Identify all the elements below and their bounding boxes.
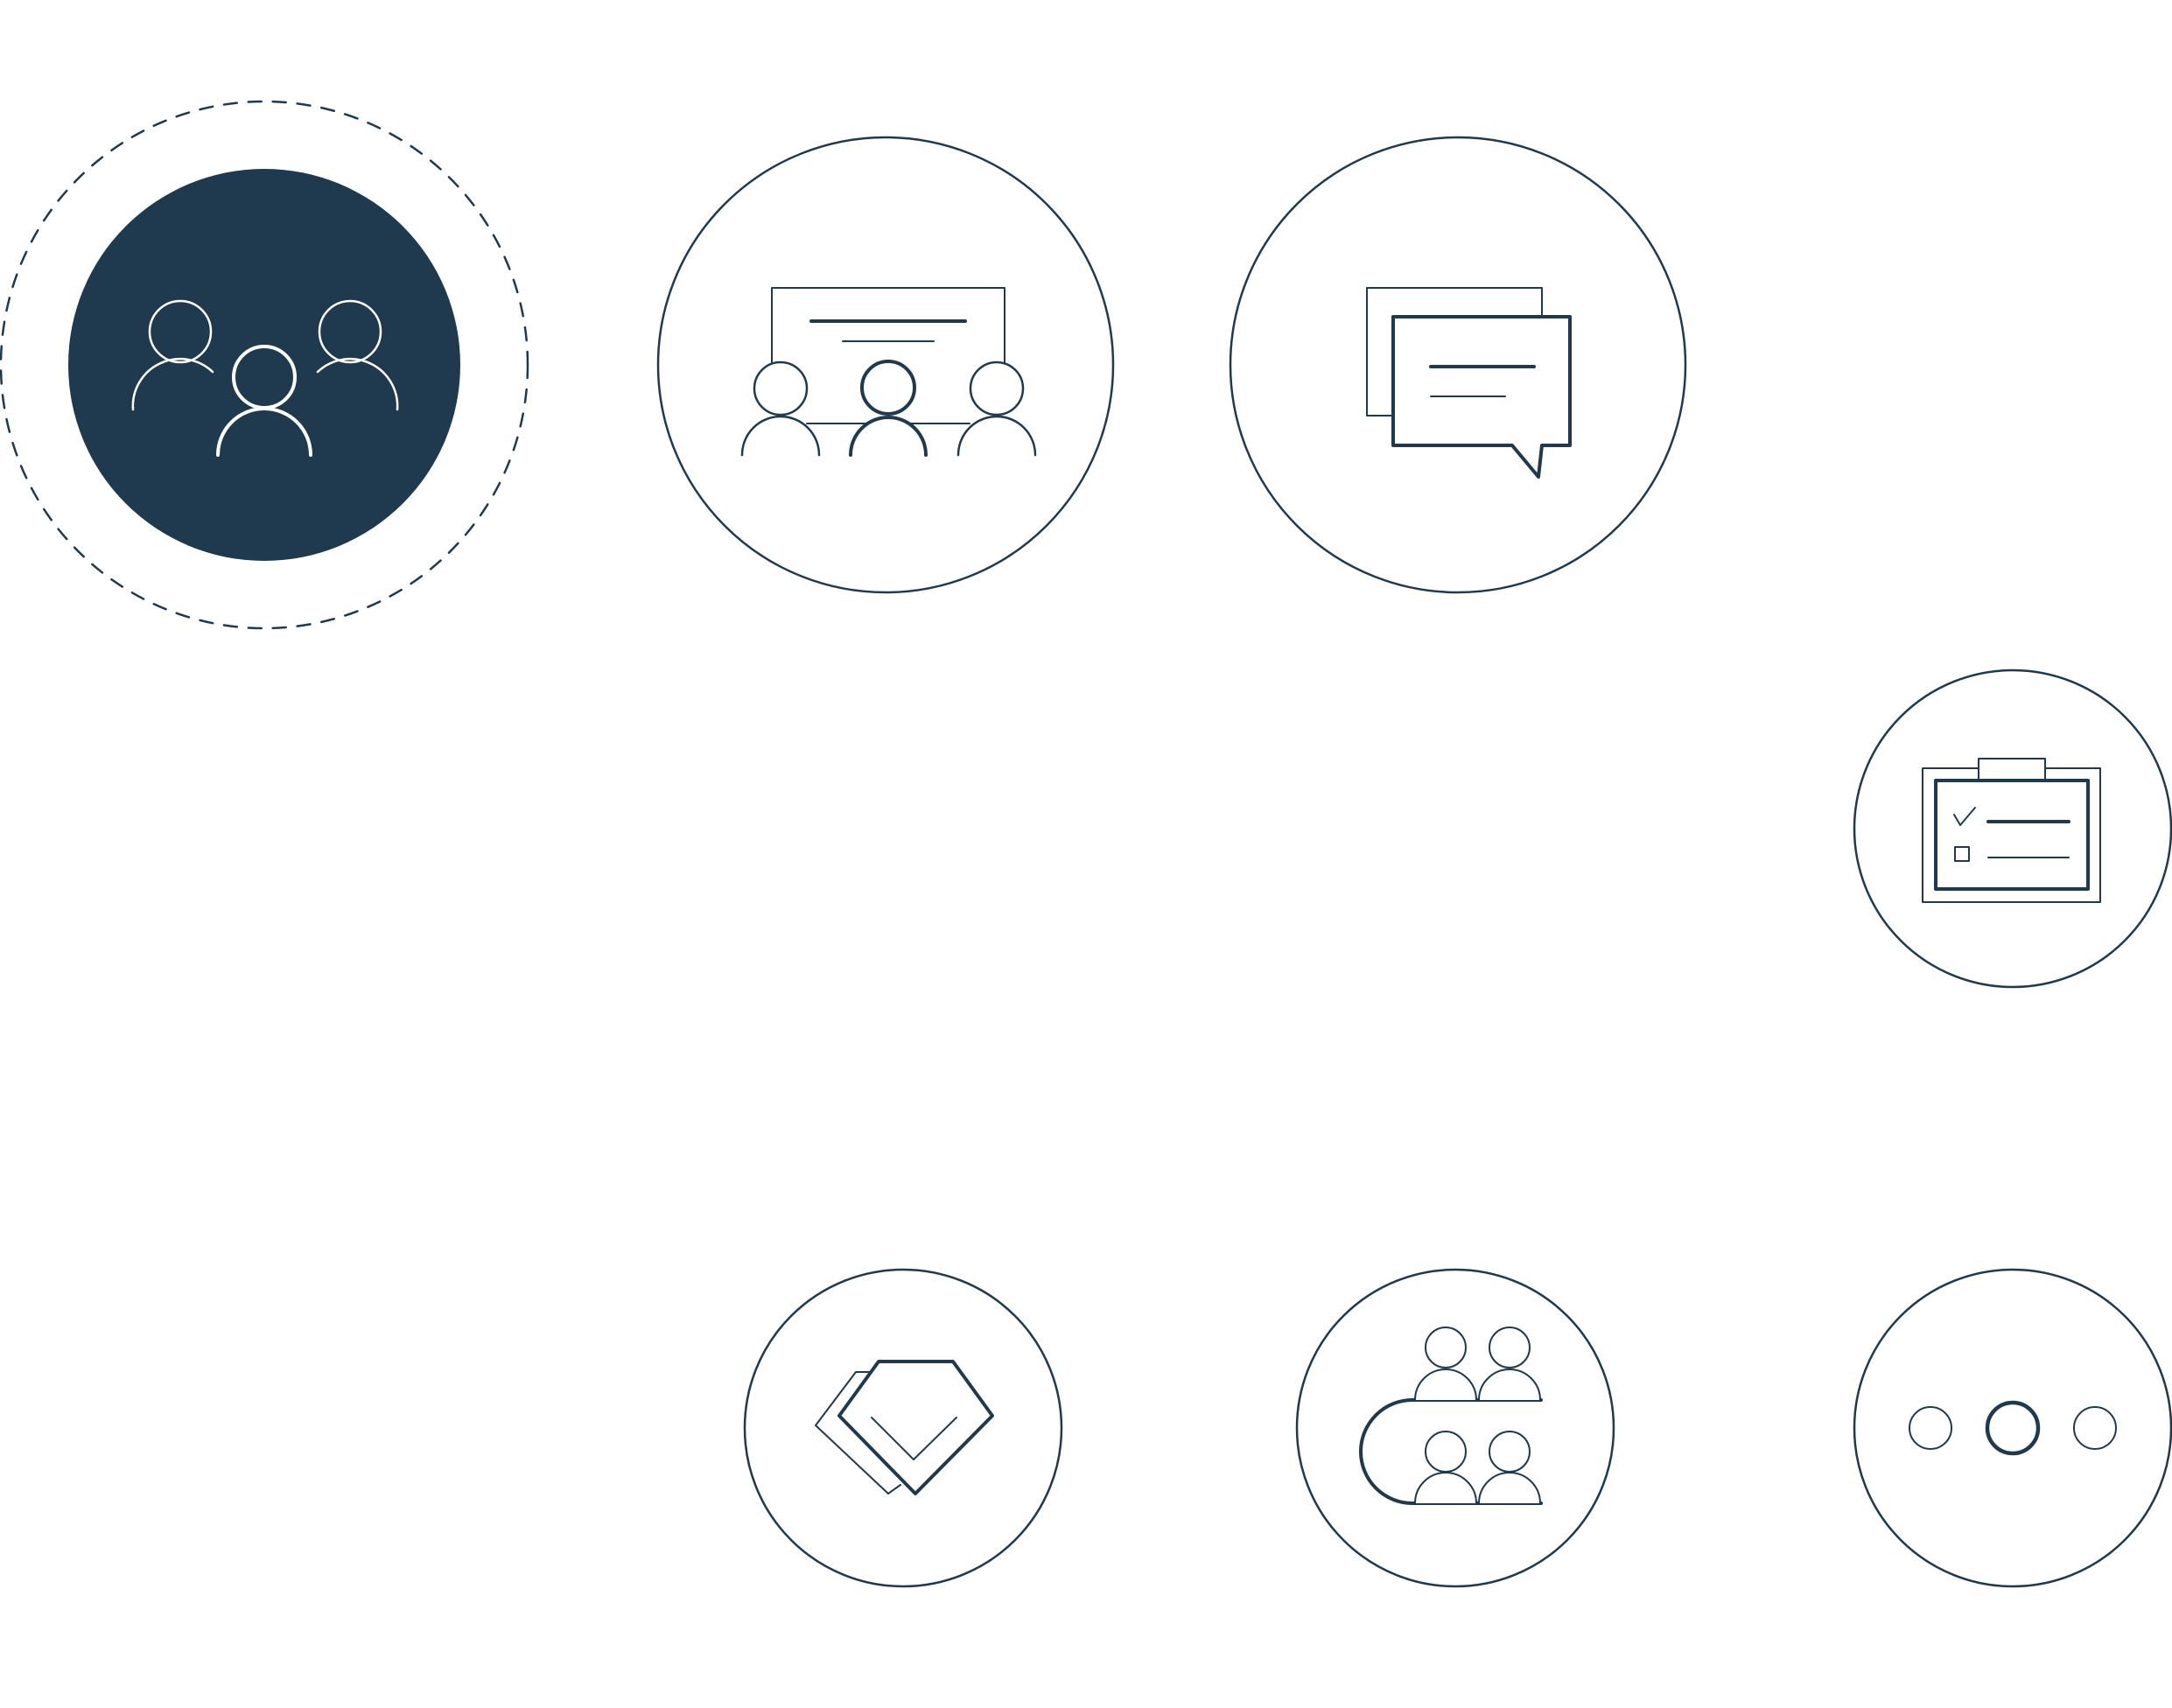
chat-node-ring [1229, 136, 1687, 594]
group-pipeline-icon [1359, 1326, 1543, 1505]
diamond-node[interactable] [743, 1268, 1063, 1588]
more-node[interactable] [1853, 1268, 2172, 1588]
chat-bubbles-icon [1366, 287, 1572, 479]
chat-node[interactable] [1229, 136, 1687, 594]
selection-ring [0, 100, 529, 630]
team-node-background [68, 169, 460, 561]
checklist-node-ring [1853, 668, 2172, 989]
meeting-node[interactable] [656, 136, 1115, 594]
checklist-node[interactable] [1853, 668, 2172, 989]
groups-node[interactable] [1295, 1268, 1615, 1588]
clipboard-checklist-icon [1922, 758, 2101, 903]
groups-node-ring [1295, 1268, 1615, 1588]
team-icon [131, 299, 399, 457]
more-dots-icon [1909, 1400, 2117, 1456]
team-node[interactable] [0, 100, 529, 630]
more-node-ring [1853, 1268, 2172, 1588]
diamond-node-ring [743, 1268, 1063, 1588]
diamond-icon [815, 1360, 994, 1495]
meeting-node-ring [656, 136, 1115, 594]
presentation-audience-icon [740, 287, 1037, 457]
